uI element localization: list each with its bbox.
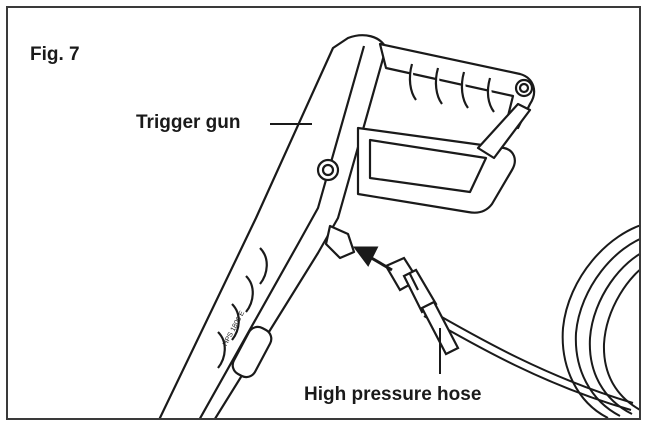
grip-slot-2: [434, 67, 443, 105]
coupling-groove: [409, 273, 419, 291]
coil-loop-2: [574, 238, 639, 417]
pivot-screw-mid-inner: [321, 163, 335, 177]
coil-loop-1: [561, 224, 639, 418]
handle-rib-1: [259, 247, 268, 285]
coil-loop-4: [602, 269, 639, 411]
model-plate: [231, 325, 273, 379]
grip-top: [378, 42, 536, 130]
coil-loop-3: [588, 253, 639, 415]
trigger-gun: [158, 34, 536, 418]
figure-number: Fig. 7: [30, 44, 80, 65]
gun-outlet: [324, 224, 356, 260]
pivot-screw-top-inner: [518, 82, 530, 94]
grip-slot-4: [486, 77, 495, 113]
figure-frame: Fig. 7 Trigger gun High pressure hose HP…: [6, 6, 641, 420]
handle-rib-3: [231, 303, 240, 341]
trigger-guard-inner: [368, 138, 488, 194]
handle-rib-2: [245, 275, 254, 313]
insert-arrow-head: [353, 246, 379, 267]
grip-slot-1: [408, 63, 417, 101]
handle-rib-4: [217, 331, 226, 369]
grip-slot-3: [460, 71, 469, 109]
illustration: [158, 34, 639, 418]
hose-line: [425, 307, 634, 404]
insert-arrow: [353, 246, 393, 272]
hose-coupling: [384, 256, 460, 356]
trigger-lever: [476, 102, 532, 160]
callout-high-pressure-hose: High pressure hose: [304, 384, 482, 405]
callout-trigger-gun: Trigger gun: [136, 112, 241, 133]
